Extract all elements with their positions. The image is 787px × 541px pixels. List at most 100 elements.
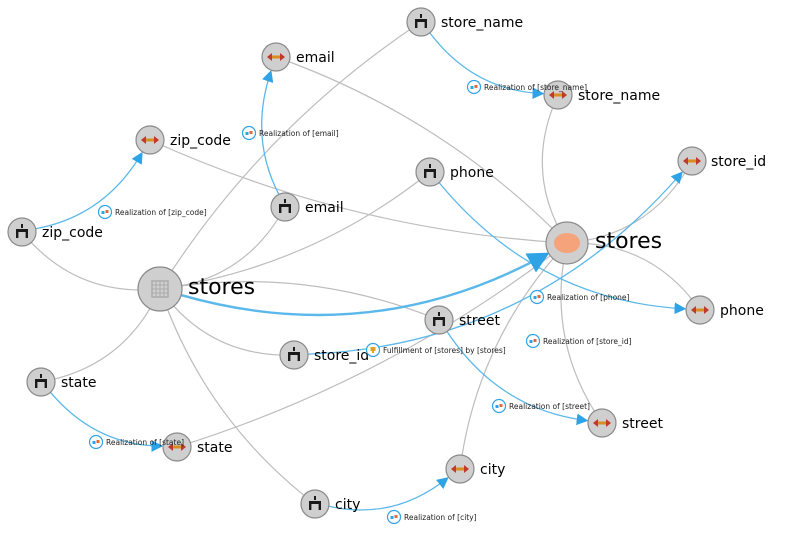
link-stores_entity-store_name_attr	[541, 94, 568, 244]
column-icon	[415, 14, 427, 28]
column-icon	[16, 224, 28, 238]
node-phone_col[interactable]: phone	[415, 157, 494, 187]
column-icon	[35, 374, 47, 388]
node-label-phone_col: phone	[450, 165, 494, 181]
node-street_col[interactable]: street	[424, 305, 500, 335]
relation-arrow-zip_code_col[interactable]	[35, 151, 143, 230]
relation-label-text: Realization of [email]	[259, 129, 339, 138]
column-icon	[279, 199, 291, 213]
link-stores_table-state_col	[40, 288, 161, 383]
relation-icon[interactable]	[88, 434, 104, 450]
relation-label-text: Realization of [zip_code]	[115, 208, 207, 217]
relation-icon[interactable]	[529, 289, 545, 305]
link-stores_entity-email_attr	[275, 56, 568, 244]
node-label-street_attr: street	[622, 416, 663, 432]
relation-label-email_col[interactable]: Realization of [email]	[241, 125, 339, 141]
node-label-city_col: city	[335, 497, 360, 513]
relation-arrow-stores_table[interactable]	[180, 252, 550, 317]
link-stores_table-city_col	[159, 288, 316, 505]
relation-icon[interactable]	[97, 204, 113, 220]
node-label-city_attr: city	[480, 462, 505, 478]
node-email_attr[interactable]: email	[261, 42, 335, 72]
node-city_col[interactable]: city	[300, 489, 360, 519]
attribute-icon	[691, 306, 709, 314]
attribute-icon	[168, 443, 186, 451]
link-stores_entity-zip_code_attr	[149, 139, 568, 244]
node-label-phone_attr: phone	[720, 303, 764, 319]
node-zip_code_col[interactable]: zip_code	[7, 217, 103, 247]
node-label-stores_entity: stores	[595, 229, 662, 254]
relation-label-zip_code_col[interactable]: Realization of [zip_code]	[97, 204, 207, 220]
node-store_name_col[interactable]: store_name	[406, 7, 523, 37]
column-icon	[309, 496, 321, 510]
node-label-email_attr: email	[296, 50, 335, 66]
relation-icon[interactable]	[466, 79, 482, 95]
node-state_col[interactable]: state	[26, 367, 96, 397]
node-street_attr[interactable]: street	[587, 408, 663, 438]
relation-label-phone_col[interactable]: Realization of [phone]	[529, 289, 630, 305]
relation-label-store_name_col[interactable]: Realization of [store_name]	[466, 79, 588, 95]
node-label-street_col: street	[459, 313, 500, 329]
relation-label-text: Realization of [store_id]	[543, 337, 632, 346]
link-stores_table-phone_col	[159, 171, 431, 290]
node-store_name_attr[interactable]: store_name	[543, 80, 660, 110]
node-phone_attr[interactable]: phone	[685, 295, 764, 325]
node-email_col[interactable]: email	[270, 192, 344, 222]
node-label-state_col: state	[61, 375, 96, 391]
entity-icon	[554, 233, 580, 253]
relation-label-state_col[interactable]: Realization of [state]	[88, 434, 185, 450]
relation-arrow-email_col[interactable]	[261, 70, 280, 195]
attribute-icon	[549, 91, 567, 99]
attribute-icon	[683, 157, 701, 165]
node-label-store_id_attr: store_id	[711, 154, 766, 170]
relation-labels-layer: Realization of [store_name] Realization o…	[88, 79, 632, 525]
column-icon	[433, 312, 445, 326]
node-label-store_name_col: store_name	[441, 15, 523, 31]
node-store_id_attr[interactable]: store_id	[677, 146, 766, 176]
column-icon	[288, 347, 300, 361]
node-city_attr[interactable]: city	[445, 454, 505, 484]
relation-icon[interactable]	[491, 398, 507, 414]
nodes-layer: store_nameemailstore_namezip_codestore_i…	[7, 7, 766, 519]
attribute-icon	[267, 53, 285, 61]
node-label-zip_code_attr: zip_code	[170, 133, 231, 149]
relation-label-city_col[interactable]: Realization of [city]	[386, 509, 477, 525]
node-label-store_id_col: store_id	[314, 348, 369, 364]
relation-label-text: Fulfillment of [stores] by [stores]	[383, 346, 506, 355]
node-label-zip_code_col: zip_code	[42, 225, 103, 241]
node-state_attr[interactable]: state	[162, 432, 232, 462]
relation-icon[interactable]	[525, 333, 541, 349]
column-icon	[424, 164, 436, 178]
relation-arrow-store_name_col[interactable]	[429, 32, 545, 100]
node-label-stores_table: stores	[188, 275, 255, 300]
relation-label-text: Realization of [street]	[509, 402, 590, 411]
relation-icon[interactable]	[241, 125, 257, 141]
node-stores_entity[interactable]: stores	[545, 221, 662, 265]
relation-arrow-phone_col[interactable]	[438, 182, 687, 315]
relation-label-store_id_col[interactable]: Realization of [store_id]	[525, 333, 632, 349]
relation-label-text: Realization of [city]	[404, 513, 477, 522]
relation-arrow-state_col[interactable]	[49, 391, 164, 452]
link-stores_entity-city_attr	[459, 242, 568, 470]
node-label-state_attr: state	[197, 440, 232, 456]
relation-arrow-city_col[interactable]	[328, 477, 449, 511]
relation-label-street_col[interactable]: Realization of [street]	[491, 398, 591, 414]
relation-label-text: Realization of [store_name]	[484, 83, 587, 92]
relation-icon[interactable]	[386, 509, 402, 525]
relation-label-text: Realization of [state]	[106, 438, 184, 447]
relation-label-stores_table[interactable]: Fulfillment of [stores] by [stores]	[365, 342, 506, 358]
link-stores_entity-street_attr	[560, 242, 603, 424]
node-label-store_name_attr: store_name	[578, 88, 660, 104]
attribute-icon	[451, 465, 469, 473]
node-zip_code_attr[interactable]: zip_code	[135, 125, 231, 155]
attribute-icon	[593, 419, 611, 427]
attribute-icon	[141, 136, 159, 144]
node-stores_table[interactable]: stores	[137, 266, 255, 312]
link-stores_entity-state_attr	[176, 242, 568, 448]
node-label-email_col: email	[305, 200, 344, 216]
relation-arrow-street_col[interactable]	[446, 331, 589, 426]
relation-label-text: Realization of [phone]	[547, 293, 630, 302]
node-store_id_col[interactable]: store_id	[279, 340, 369, 370]
link-stores_table-store_name_col	[159, 21, 422, 290]
